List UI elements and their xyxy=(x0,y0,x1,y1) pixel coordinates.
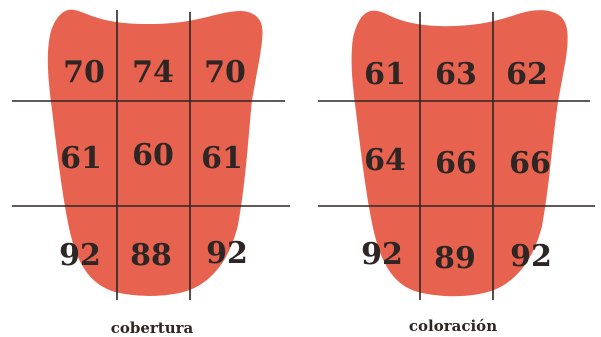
cobertura-cell-middle-left: 61 xyxy=(60,141,102,176)
cobertura-cell-middle-right: 61 xyxy=(201,141,243,176)
coloracion-cell-bottom-right: 92 xyxy=(510,239,552,274)
caption-coloracion: coloración xyxy=(409,317,497,335)
caption-cobertura: cobertura xyxy=(111,319,194,337)
coloracion-cell-bottom-center: 89 xyxy=(434,241,476,276)
cobertura-cell-bottom-left: 92 xyxy=(59,238,101,273)
panel-coloracion: 61 63 62 64 66 66 92 89 92 coloración xyxy=(318,10,595,335)
coloracion-cell-bottom-left: 92 xyxy=(361,237,403,272)
cobertura-cell-top-right: 70 xyxy=(204,55,246,90)
coloracion-cell-top-center: 63 xyxy=(435,57,477,92)
coloracion-cell-middle-left: 64 xyxy=(364,143,406,178)
coloracion-cell-middle-center: 66 xyxy=(435,146,477,181)
coloracion-cell-top-right: 62 xyxy=(506,57,548,92)
coloracion-cell-middle-right: 66 xyxy=(509,146,551,181)
panel-cobertura: 70 74 70 61 60 61 92 88 92 cobertura xyxy=(12,10,290,337)
cobertura-cell-bottom-right: 92 xyxy=(206,236,248,271)
cobertura-cell-bottom-center: 88 xyxy=(130,238,172,273)
coloracion-cell-top-left: 61 xyxy=(364,57,406,92)
cobertura-cell-top-center: 74 xyxy=(132,55,174,90)
cobertura-cell-middle-center: 60 xyxy=(132,138,174,173)
cobertura-cell-top-left: 70 xyxy=(63,55,105,90)
